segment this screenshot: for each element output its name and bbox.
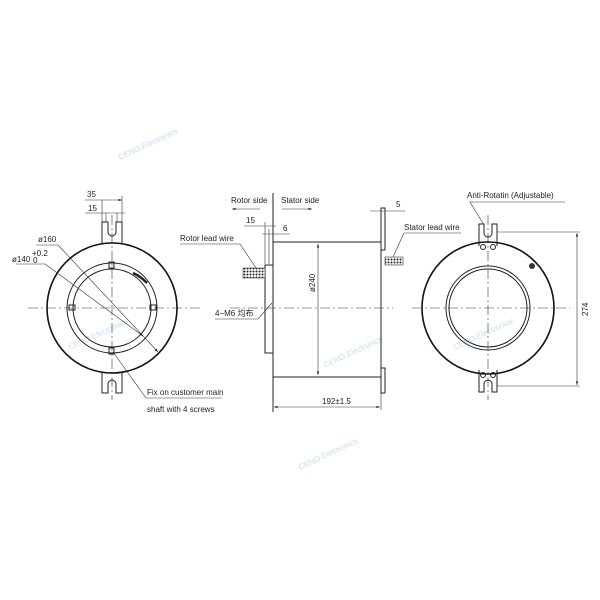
front-view: 35 15 ø160 ø140 +0.2 0 Fix on customer m…: [12, 190, 223, 414]
dim-15: 15: [246, 216, 255, 225]
rotor-lead-wire: [242, 267, 266, 279]
rear-view: 274 Anti-Rotatin (Adjustable): [412, 191, 590, 400]
mounting-tab-bottom: [101, 373, 123, 394]
dim-slot-width: 15: [88, 204, 97, 213]
screws-label: 4−M6 均布: [215, 308, 253, 318]
dim-outer-bore: ø160: [38, 235, 57, 244]
dim-6: 6: [283, 224, 288, 233]
anti-rotation-tab-bottom: [478, 370, 498, 393]
note-fix-line2: shaft with 4 screws: [147, 405, 215, 414]
slip-ring-body: [272, 241, 382, 378]
dim-height: 274: [581, 302, 590, 316]
rotor-side-label: Rotor side: [231, 196, 268, 205]
dim-length: 192±1.5: [322, 397, 351, 406]
stator-lead-wire: [384, 256, 404, 266]
rotor-lead-wire-label: Rotor lead wire: [180, 234, 234, 243]
dim-5: 5: [396, 200, 401, 209]
side-view: Rotor side Stator side ø240 192±1.5 15 6…: [180, 193, 461, 412]
note-fix-line1: Fix on customer main: [147, 388, 223, 397]
stator-housing: [421, 241, 555, 375]
anti-rotation-label: Anti-Rotatin (Adjustable): [467, 191, 554, 200]
dim-inner-bore: ø140: [12, 255, 31, 264]
anti-rotation-tab-top: [478, 223, 498, 246]
stator-lead-wire-label: Stator lead wire: [404, 223, 460, 232]
dim-inner-bore-tol-lower: 0: [33, 256, 38, 265]
watermark: CENO Electronics: [322, 334, 384, 369]
watermark: CENO Electronics: [297, 436, 359, 471]
stator-side-label: Stator side: [281, 196, 320, 205]
rotor-flange: [264, 264, 274, 354]
dim-inner-bore-tol-upper: +0.2: [32, 249, 48, 258]
watermark: CENO Electronics: [117, 126, 179, 161]
dim-tab-width: 35: [87, 190, 96, 199]
dim-diameter: ø240: [308, 273, 317, 292]
mounting-tab-top: [101, 221, 123, 243]
outer-housing: [46, 242, 178, 374]
